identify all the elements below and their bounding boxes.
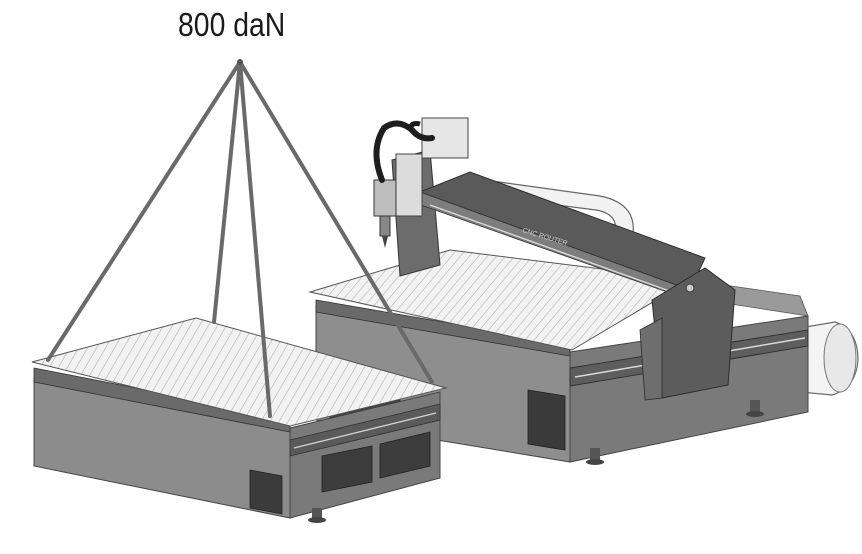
sling-hook-icon <box>237 59 243 65</box>
gantry: CNC ROUTER <box>391 149 736 401</box>
left-table-top <box>31 317 448 427</box>
vacuum-duct-opening <box>823 323 857 393</box>
sling-front-right <box>238 60 272 418</box>
gantry-bearing <box>685 283 695 293</box>
spindle-collet <box>379 215 391 237</box>
lifting-slings <box>46 60 434 418</box>
spindle-cable <box>373 120 435 183</box>
z-axis-carriage <box>395 153 423 217</box>
spindle-bit <box>382 236 388 248</box>
leveling-foot-icon <box>586 448 604 465</box>
spindle-icon <box>373 117 469 248</box>
left-base-cavity-3 <box>379 431 431 479</box>
sling-front-left <box>46 60 242 362</box>
left-base-cavity-2 <box>321 445 373 493</box>
machine-base-left <box>31 317 448 523</box>
load-label: 800 daN <box>178 6 286 43</box>
gantry-right-upright-face <box>639 317 663 401</box>
left-base-cavity <box>249 469 283 515</box>
leveling-foot-icon <box>308 508 326 523</box>
sling-back <box>212 60 242 324</box>
sling-side-right <box>238 60 434 384</box>
leveling-foot-icon <box>746 400 764 417</box>
right-base-cavity-2 <box>527 389 566 451</box>
spindle-body <box>373 179 397 217</box>
